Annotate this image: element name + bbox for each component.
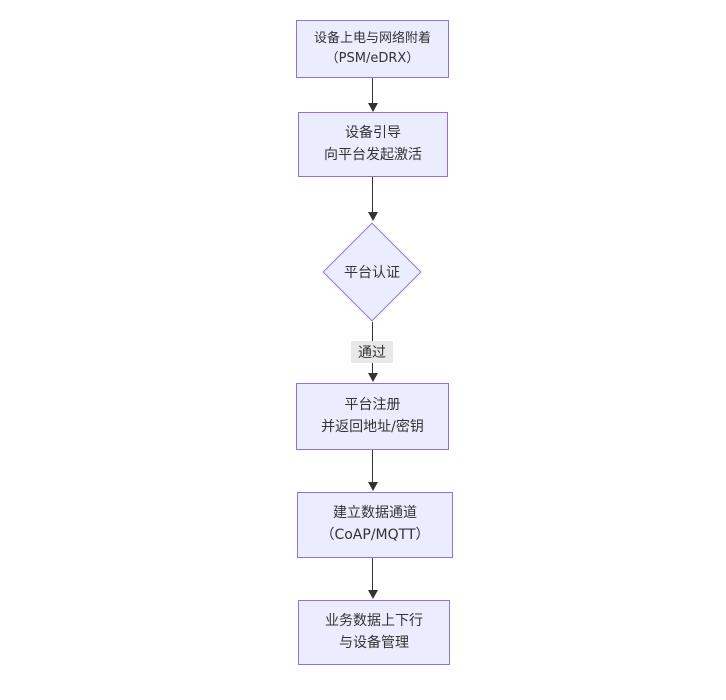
node-power-attach-line2: （PSM/eDRX） [325, 51, 420, 66]
node-register-line2: 并返回地址/密钥 [321, 418, 424, 435]
arrowhead-down-icon [367, 373, 378, 382]
node-bootstrap-line2: 向平台发起激活 [324, 146, 422, 163]
node-decision-auth: 平台认证 [322, 222, 422, 322]
node-data-channel-line2: （CoAP/MQTT） [320, 527, 430, 543]
node-business-mgmt-line1: 业务数据上下行 [325, 612, 423, 629]
node-data-channel: 建立数据通道 （CoAP/MQTT） [297, 492, 453, 558]
node-power-attach: 设备上电与网络附着 （PSM/eDRX） [296, 20, 449, 78]
node-data-channel-line1: 建立数据通道 [333, 505, 417, 522]
edge-line-5 [372, 558, 373, 592]
edge-label-pass: 通过 [351, 341, 393, 363]
node-register-line1: 平台注册 [344, 396, 401, 413]
node-business-mgmt-line2: 与设备管理 [339, 634, 409, 651]
node-decision-auth-label: 平台认证 [344, 265, 400, 281]
edge-line-4 [372, 450, 373, 484]
arrowhead-down-icon [367, 590, 378, 599]
node-bootstrap: 设备引导 向平台发起激活 [298, 112, 448, 177]
edge-line-2 [372, 177, 373, 214]
edge-line-1 [372, 78, 373, 105]
node-business-mgmt: 业务数据上下行 与设备管理 [298, 600, 450, 665]
node-power-attach-line1: 设备上电与网络附着 [313, 30, 431, 46]
arrowhead-down-icon [367, 103, 378, 112]
arrowhead-down-icon [367, 482, 378, 491]
node-register: 平台注册 并返回地址/密钥 [296, 383, 449, 450]
arrowhead-down-icon [367, 212, 378, 221]
node-bootstrap-line1: 设备引导 [345, 124, 401, 141]
